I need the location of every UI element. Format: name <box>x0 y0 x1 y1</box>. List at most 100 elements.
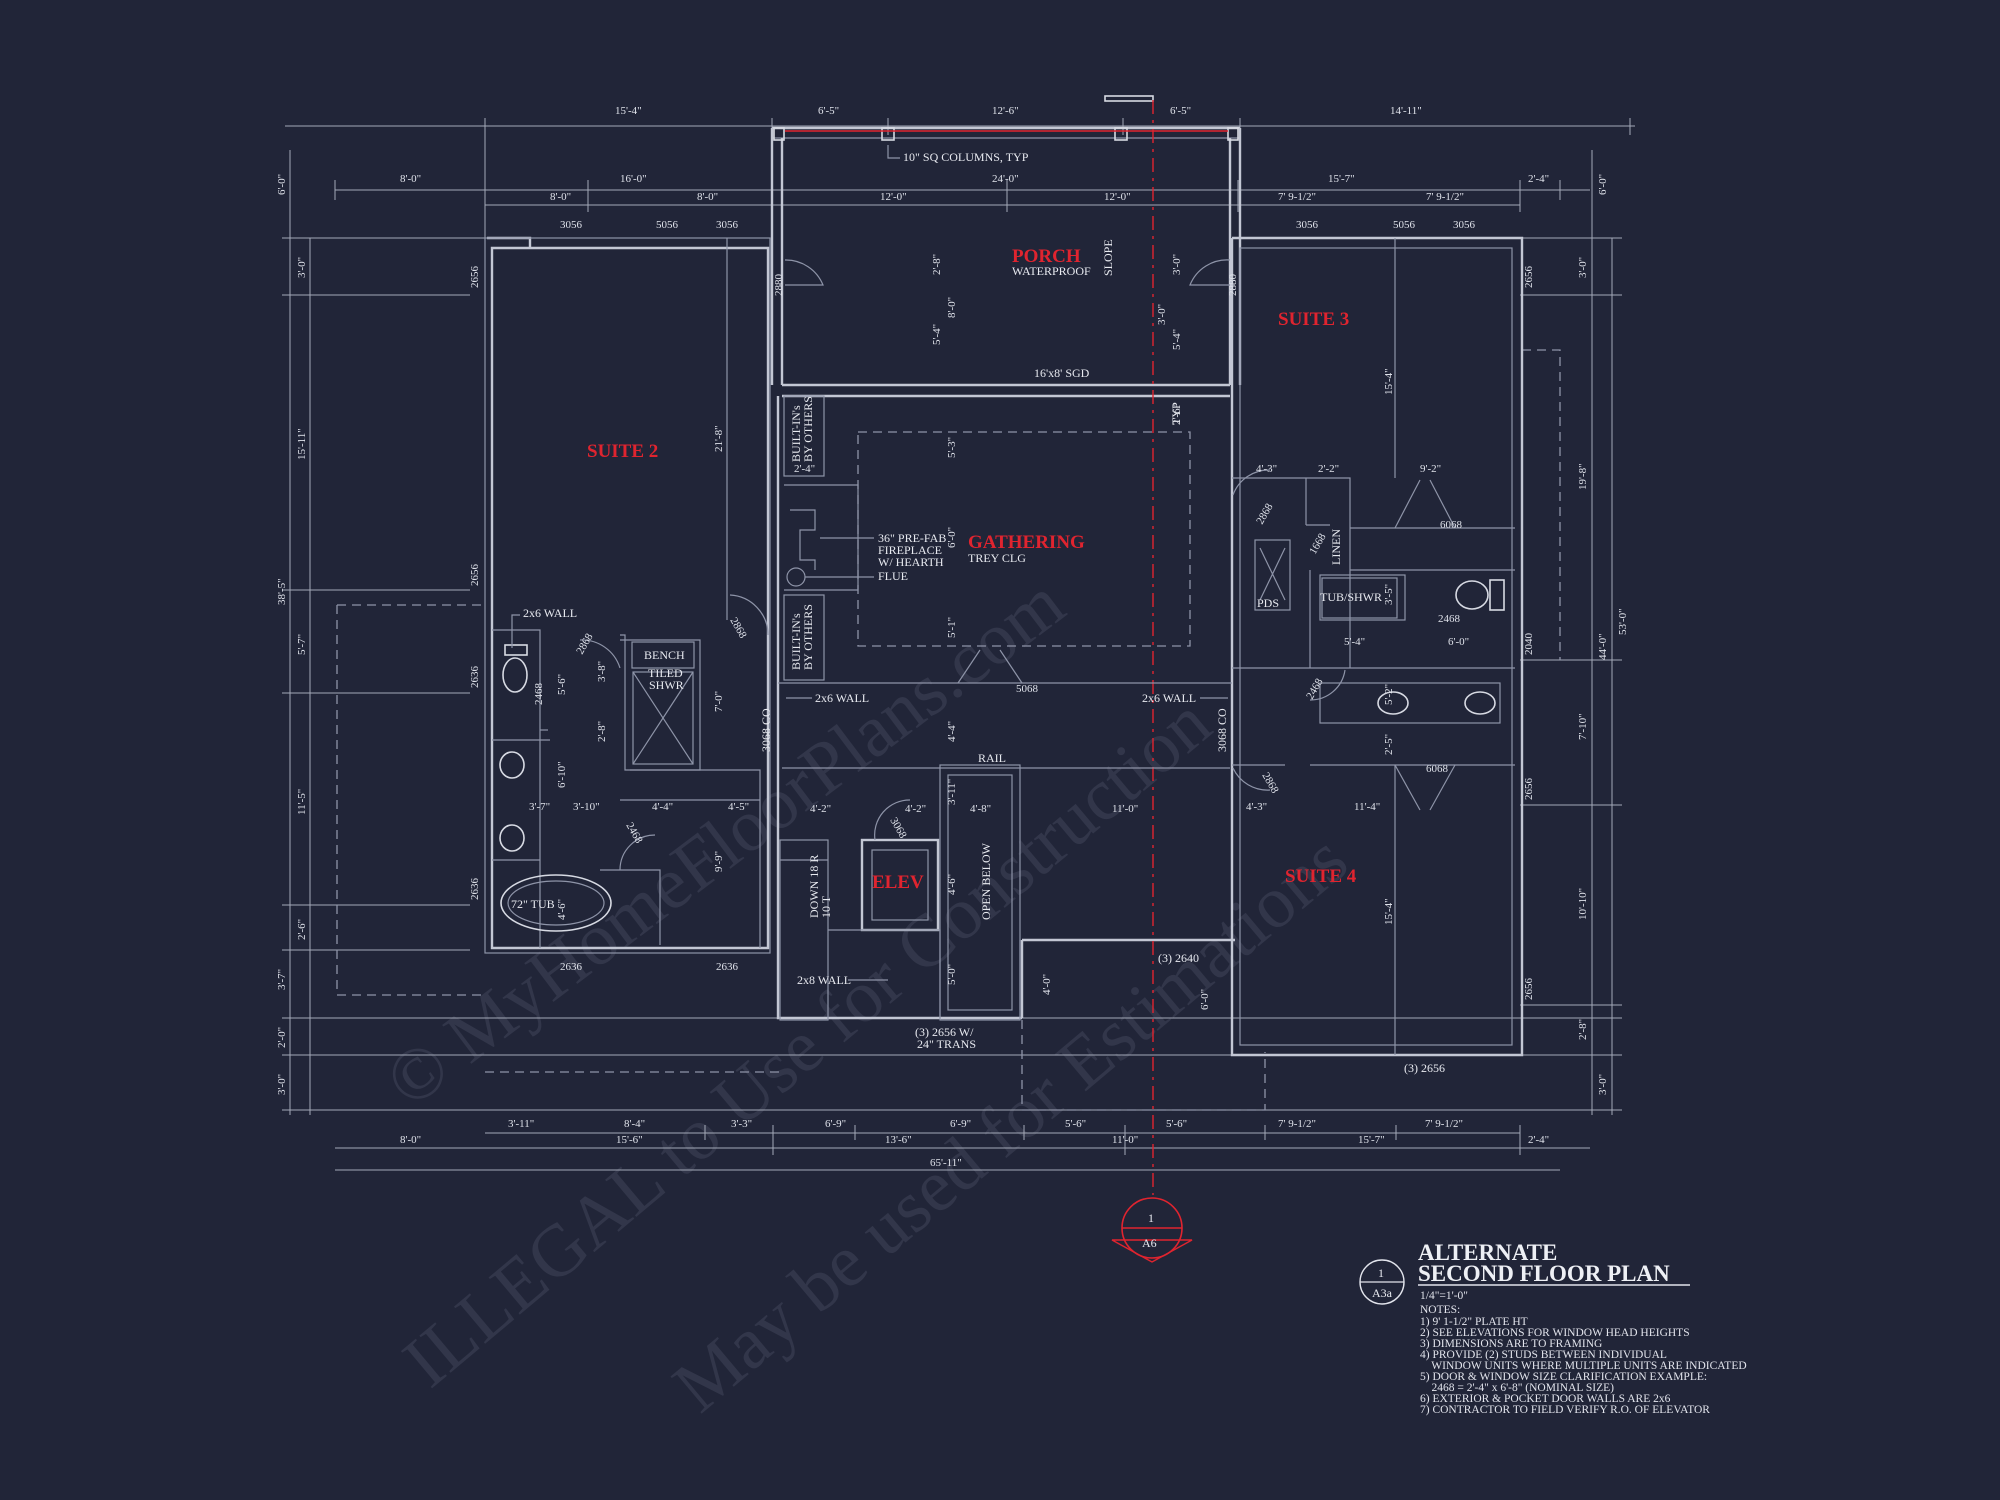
tag-3056-a: 3056 <box>560 219 583 231</box>
idim-8: 5'-1" <box>946 617 958 638</box>
tag-1668: 1668 <box>1307 531 1329 556</box>
idim-37: 3'-10" <box>573 801 600 813</box>
idim-19: 6'-0" <box>1199 989 1211 1010</box>
dim-right-overall-2: 53'-0" <box>1617 608 1629 635</box>
porch-sub-label: WATERPROOF <box>1012 264 1091 278</box>
dim-bot2-5: 15'-7" <box>1358 1134 1385 1146</box>
sgd-label: 16'x8' SGD <box>1034 366 1090 380</box>
dim-left-overall: 38'-5" <box>276 578 288 605</box>
dim-top3-5: 7' 9-1/2" <box>1278 191 1316 203</box>
left-dimensions: 6'-0" 3'-0" 15'-11" 5'-7" 11'-5" 2'-6" 3… <box>276 174 308 1095</box>
tag-3056-b: 3056 <box>716 219 739 231</box>
dim-top-5: 14'-11" <box>1390 105 1422 117</box>
tub-shwr-label: TUB/SHWR <box>1320 590 1382 604</box>
tiled-shwr-2: SHWR <box>649 678 684 692</box>
windows-trans-2: 24" TRANS <box>917 1037 976 1051</box>
dim-left-2: 3'-0" <box>296 257 308 278</box>
dim-bot-4: 6'-9" <box>825 1118 846 1130</box>
tag-2868-suite3: 2868 <box>1254 501 1276 526</box>
idim-21: 4'-3" <box>1256 463 1277 475</box>
rail-label: RAIL <box>978 751 1006 765</box>
tag-5056-b: 5056 <box>1393 219 1416 231</box>
title-number: 1 <box>1378 1266 1384 1280</box>
suite2-label: SUITE 2 <box>587 441 658 462</box>
fireplace-line-3: W/ HEARTH <box>878 555 944 569</box>
plumbing-fixtures <box>499 547 1505 932</box>
tag-2656-right-3: 2656 <box>1523 978 1535 1001</box>
tag-2040-right: 2040 <box>1523 633 1535 656</box>
gathering-sub-label: TREY CLG <box>968 551 1026 565</box>
idim-9: 4'-4" <box>946 721 958 742</box>
dim-right-1: 6'-0" <box>1597 174 1609 195</box>
note-4-cont: WINDOW UNITS WHERE MULTIPLE UNITS ARE IN… <box>1420 1360 1747 1372</box>
tag-2656-left-2: 2656 <box>469 564 481 587</box>
windows-2640-label: (3) 2640 <box>1158 951 1199 965</box>
callout-sheet: A6 <box>1142 1236 1157 1250</box>
dim-right-4: 7'-10" <box>1577 713 1589 740</box>
idim-41: 4'-6" <box>556 899 568 920</box>
dim-top-3: 12'-6" <box>992 105 1019 117</box>
tag-2636-bottom-1: 2636 <box>560 961 583 973</box>
tag-2656-left-1: 2656 <box>469 266 481 289</box>
tub-72-label: 72" TUB <box>511 897 555 911</box>
dim-bot-8: 7' 9-1/2" <box>1278 1118 1316 1130</box>
tag-6068-upper: 6068 <box>1440 519 1463 531</box>
idim-12: 4'-2" <box>905 803 926 815</box>
fireplace-line-2: FIREPLACE <box>878 543 942 557</box>
dim-bot-3: 3'-3" <box>731 1118 752 1130</box>
idim-3: 8'-0" <box>946 297 958 318</box>
tag-2468-bath: 2468 <box>623 821 645 846</box>
gathering-label: GATHERING <box>968 532 1085 553</box>
idim-32: 3'-8" <box>596 661 608 682</box>
idim-22: 2'-2" <box>1318 463 1339 475</box>
idim-6: 5'-3" <box>946 437 958 458</box>
dim-top3-6: 7' 9-1/2" <box>1426 191 1464 203</box>
tag-2636-bottom-2: 2636 <box>716 961 739 973</box>
dim-top3-4: 12'-0" <box>1104 191 1131 203</box>
tag-3056-c: 3056 <box>1296 219 1319 231</box>
builtins-lower-2: BY OTHERS <box>801 604 815 670</box>
suite4-label: SUITE 4 <box>1285 866 1357 887</box>
dim-left-4: 5'-7" <box>296 634 308 655</box>
idim-28: 2'-5" <box>1383 734 1395 755</box>
annotations: 10" SQ COLUMNS, TYP 16'x8' SGD SLOPE BUI… <box>511 145 1445 1075</box>
exterior-walls <box>484 95 1524 1057</box>
idim-43: 3'-0" <box>1156 304 1168 325</box>
tag-2656-right-2: 2656 <box>1523 778 1535 801</box>
dim-left-9: 3'-0" <box>276 1074 288 1095</box>
top-dimensions: 15'-4" 6'-5" 12'-6" 6'-5" 14'-11" 8'-0" … <box>400 105 1549 203</box>
pds-label: PDS <box>1257 596 1279 610</box>
note-3: 3) DIMENSIONS ARE TO FRAMING <box>1420 1338 1602 1350</box>
dim-bot-5: 6'-9" <box>950 1118 971 1130</box>
porch-label: PORCH <box>1012 246 1081 267</box>
idim-31: 15'-4" <box>1383 898 1395 925</box>
dim-bot2-4: 11'-0" <box>1112 1134 1138 1146</box>
note-6: 6) EXTERIOR & POCKET DOOR WALLS ARE 2x6 <box>1420 1393 1671 1405</box>
dim-top-2: 6'-5" <box>818 105 839 117</box>
dim-bot-1: 3'-11" <box>508 1118 534 1130</box>
builtins-lower-1: BUILT-IN's <box>789 613 803 670</box>
bench-label: BENCH <box>644 648 685 662</box>
note-7: 7) CONTRACTOR TO FIELD VERIFY R.O. OF EL… <box>1420 1404 1710 1416</box>
tag-2868-bath: 2868 <box>574 631 596 656</box>
tag-2868-suite4: 2868 <box>1259 771 1281 796</box>
stair-treads-label: 10 T <box>819 895 833 918</box>
notes-heading: NOTES: <box>1420 1304 1460 1316</box>
idim-45: 3'-0" <box>1171 254 1183 275</box>
dim-bot2-2: 15'-6" <box>616 1134 643 1146</box>
idim-14: 11'-0" <box>1112 803 1138 815</box>
idim-20: 15'-4" <box>1383 368 1395 395</box>
idim-18: 4'-0" <box>1041 974 1053 995</box>
windows-trans-1: (3) 2656 W/ <box>915 1025 974 1039</box>
idim-7: 6'-0" <box>946 527 958 548</box>
dim-top2-3: 24'-0" <box>992 173 1019 185</box>
dim-bot2-6: 2'-4" <box>1528 1134 1549 1146</box>
suite3-label: SUITE 3 <box>1278 309 1349 330</box>
co-3068-right: 3068 CO <box>1215 708 1229 752</box>
tag-2468-wc: 2468 <box>533 683 545 706</box>
dashed-outlines <box>336 349 1561 1111</box>
idim-42: 2'-6" <box>1171 404 1183 425</box>
co-3068-left: 3068 CO <box>759 708 773 752</box>
note-4: 4) PROVIDE (2) STUDS BETWEEN INDIVIDUAL <box>1420 1349 1667 1361</box>
title-scale: 1/4"=1'-0" <box>1420 1290 1468 1302</box>
